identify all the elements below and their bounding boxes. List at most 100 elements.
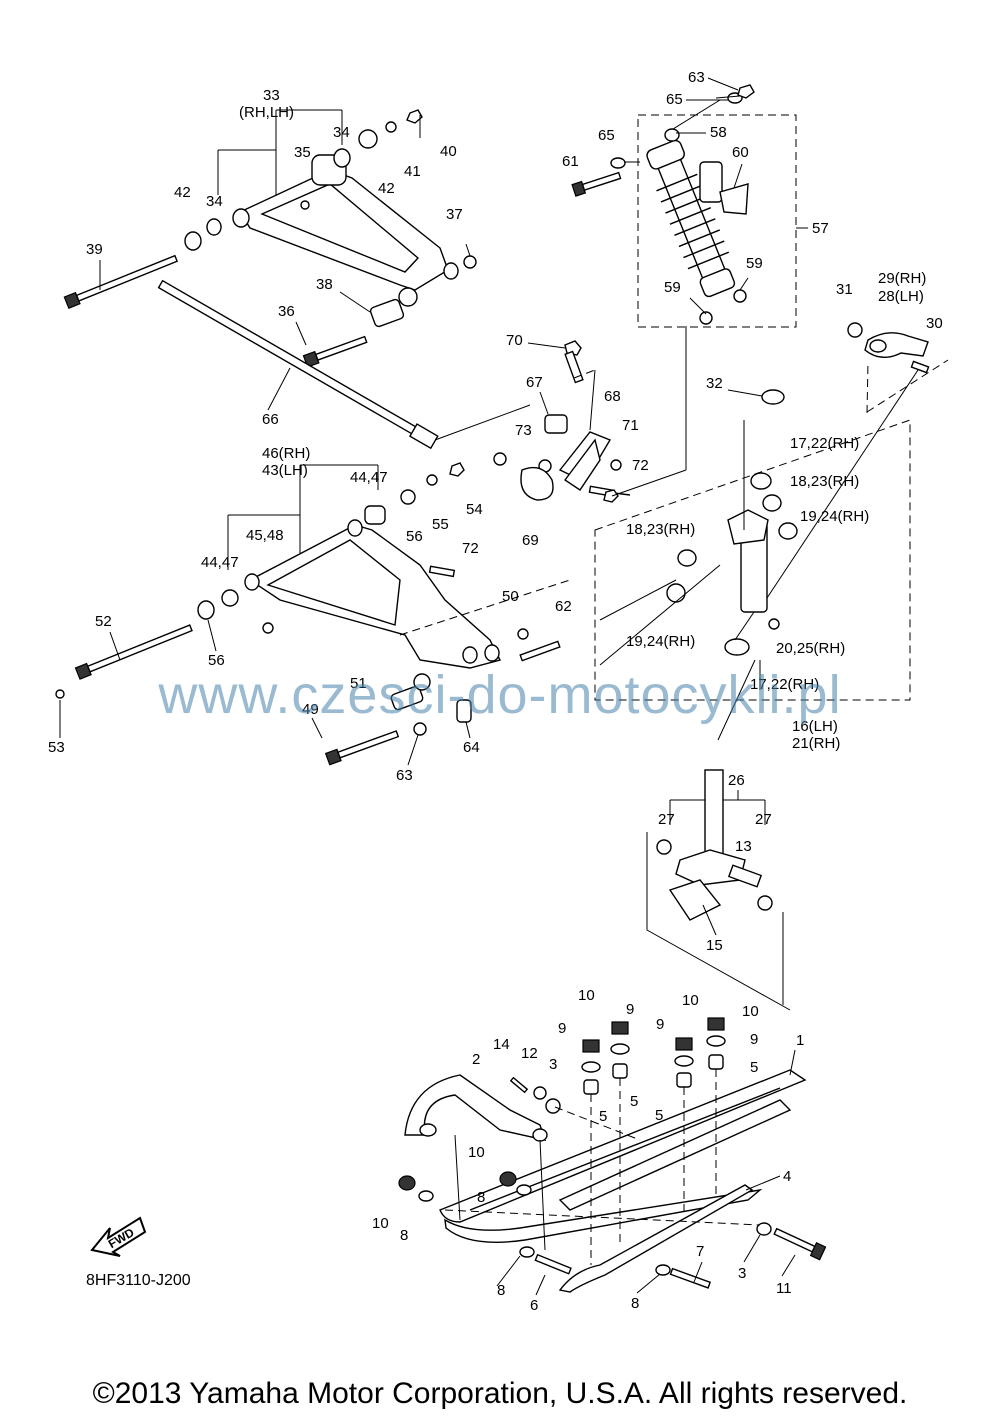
part-label: 56 xyxy=(208,652,225,669)
diagram-code: 8HF3110-J200 xyxy=(86,1272,191,1289)
part-label: 34 xyxy=(333,124,350,141)
fwd-arrow-icon: FWD xyxy=(90,1216,147,1257)
part-label: 71 xyxy=(622,417,639,434)
part-label: 64 xyxy=(463,739,480,756)
part-label: 42 xyxy=(174,184,191,201)
part-label: 17,22(RH) xyxy=(790,435,859,452)
part-label: 63 xyxy=(688,69,705,86)
part-label: 30 xyxy=(926,315,943,332)
part-label: 16(LH) xyxy=(792,718,838,735)
part-label: 27 xyxy=(755,811,772,828)
part-label: 8 xyxy=(497,1282,505,1299)
part-label: 40 xyxy=(440,143,457,160)
part-label: 67 xyxy=(526,374,543,391)
part-label: 10 xyxy=(578,987,595,1004)
link-assembly xyxy=(493,340,631,503)
part-label: 18,23(RH) xyxy=(790,473,859,490)
part-label: 44,47 xyxy=(201,554,239,571)
part-label: 5 xyxy=(655,1107,663,1124)
copyright-notice: ©2013 Yamaha Motor Corporation, U.S.A. A… xyxy=(92,1377,908,1410)
part-label: 59 xyxy=(746,255,763,272)
part-label: 43(LH) xyxy=(262,462,308,479)
part-label: 19,24(RH) xyxy=(626,633,695,650)
leader-lines xyxy=(59,77,796,1296)
part-label: 29(RH) xyxy=(878,270,926,287)
part-label: 35 xyxy=(294,144,311,161)
part-label: 5 xyxy=(630,1093,638,1110)
part-label: 9 xyxy=(656,1016,664,1033)
part-label: (RH,LH) xyxy=(239,104,294,121)
part-label: 51 xyxy=(350,675,367,692)
part-label: 38 xyxy=(316,276,333,293)
part-label: 41 xyxy=(404,163,421,180)
part-label: 14 xyxy=(493,1036,510,1053)
part-label: 18,23(RH) xyxy=(626,521,695,538)
part-label: 34 xyxy=(206,193,223,210)
part-label: 33 xyxy=(263,87,280,104)
part-label: 9 xyxy=(750,1031,758,1048)
part-label: 10 xyxy=(468,1144,485,1161)
part-label: 5 xyxy=(750,1059,758,1076)
part-label: 9 xyxy=(626,1001,634,1018)
part-label: 10 xyxy=(742,1003,759,1020)
part-label: 72 xyxy=(632,457,649,474)
part-label: 10 xyxy=(372,1215,389,1232)
part-label: 7 xyxy=(696,1243,704,1260)
part-label: 5 xyxy=(599,1108,607,1125)
part-label: 63 xyxy=(396,767,413,784)
part-label: 72 xyxy=(462,540,479,557)
part-label: 46(RH) xyxy=(262,445,310,462)
part-label: 73 xyxy=(515,422,532,439)
part-label: 57 xyxy=(812,220,829,237)
part-label: 21(RH) xyxy=(792,735,840,752)
part-label: 27 xyxy=(658,811,675,828)
part-label: 28(LH) xyxy=(878,288,924,305)
part-label: 3 xyxy=(738,1265,746,1282)
part-label: 31 xyxy=(836,281,853,298)
part-label: 8 xyxy=(477,1189,485,1206)
steering-spindle-assembly xyxy=(594,322,949,741)
part-label: 13 xyxy=(735,838,752,855)
part-label: 65 xyxy=(598,127,615,144)
part-label: 17,22(RH) xyxy=(750,676,819,693)
part-label: 52 xyxy=(95,613,112,630)
part-label: 70 xyxy=(506,332,523,349)
part-label: 10 xyxy=(682,992,699,1009)
spindle-lower-assembly xyxy=(646,769,791,1011)
part-label: 12 xyxy=(521,1045,538,1062)
part-label: 49 xyxy=(302,701,319,718)
part-label: 44,47 xyxy=(350,469,388,486)
part-label: 8 xyxy=(400,1227,408,1244)
part-label: 15 xyxy=(706,937,723,954)
part-label: 54 xyxy=(466,501,483,518)
part-label: 39 xyxy=(86,241,103,258)
part-label: 8 xyxy=(631,1295,639,1312)
part-label: 65 xyxy=(666,91,683,108)
part-label: 61 xyxy=(562,153,579,170)
part-label: 59 xyxy=(664,279,681,296)
part-label: 55 xyxy=(432,516,449,533)
part-label: 11 xyxy=(776,1280,792,1297)
mount-hardware xyxy=(398,1017,772,1276)
part-label: 66 xyxy=(262,411,279,428)
part-label: 26 xyxy=(728,772,745,789)
part-label: 20,25(RH) xyxy=(776,640,845,657)
shock-absorber-assembly xyxy=(571,84,808,328)
part-label: 6 xyxy=(530,1297,538,1314)
part-label: 1 xyxy=(796,1032,804,1049)
part-label: 3 xyxy=(549,1056,557,1073)
part-number-labels: 63 65 58 65 61 60 57 59 59 33 (RH,LH) 34… xyxy=(48,69,943,1314)
ski-assembly xyxy=(398,1017,827,1293)
part-label: 56 xyxy=(406,528,423,545)
part-label: 36 xyxy=(278,303,295,320)
part-label: 37 xyxy=(446,206,463,223)
part-label: 58 xyxy=(710,124,727,141)
part-label: 62 xyxy=(555,598,572,615)
part-label: 69 xyxy=(522,532,539,549)
part-label: 2 xyxy=(472,1051,480,1068)
part-label: 68 xyxy=(604,388,621,405)
part-label: 60 xyxy=(732,144,749,161)
part-label: 42 xyxy=(378,180,395,197)
part-label: 50 xyxy=(502,588,519,605)
